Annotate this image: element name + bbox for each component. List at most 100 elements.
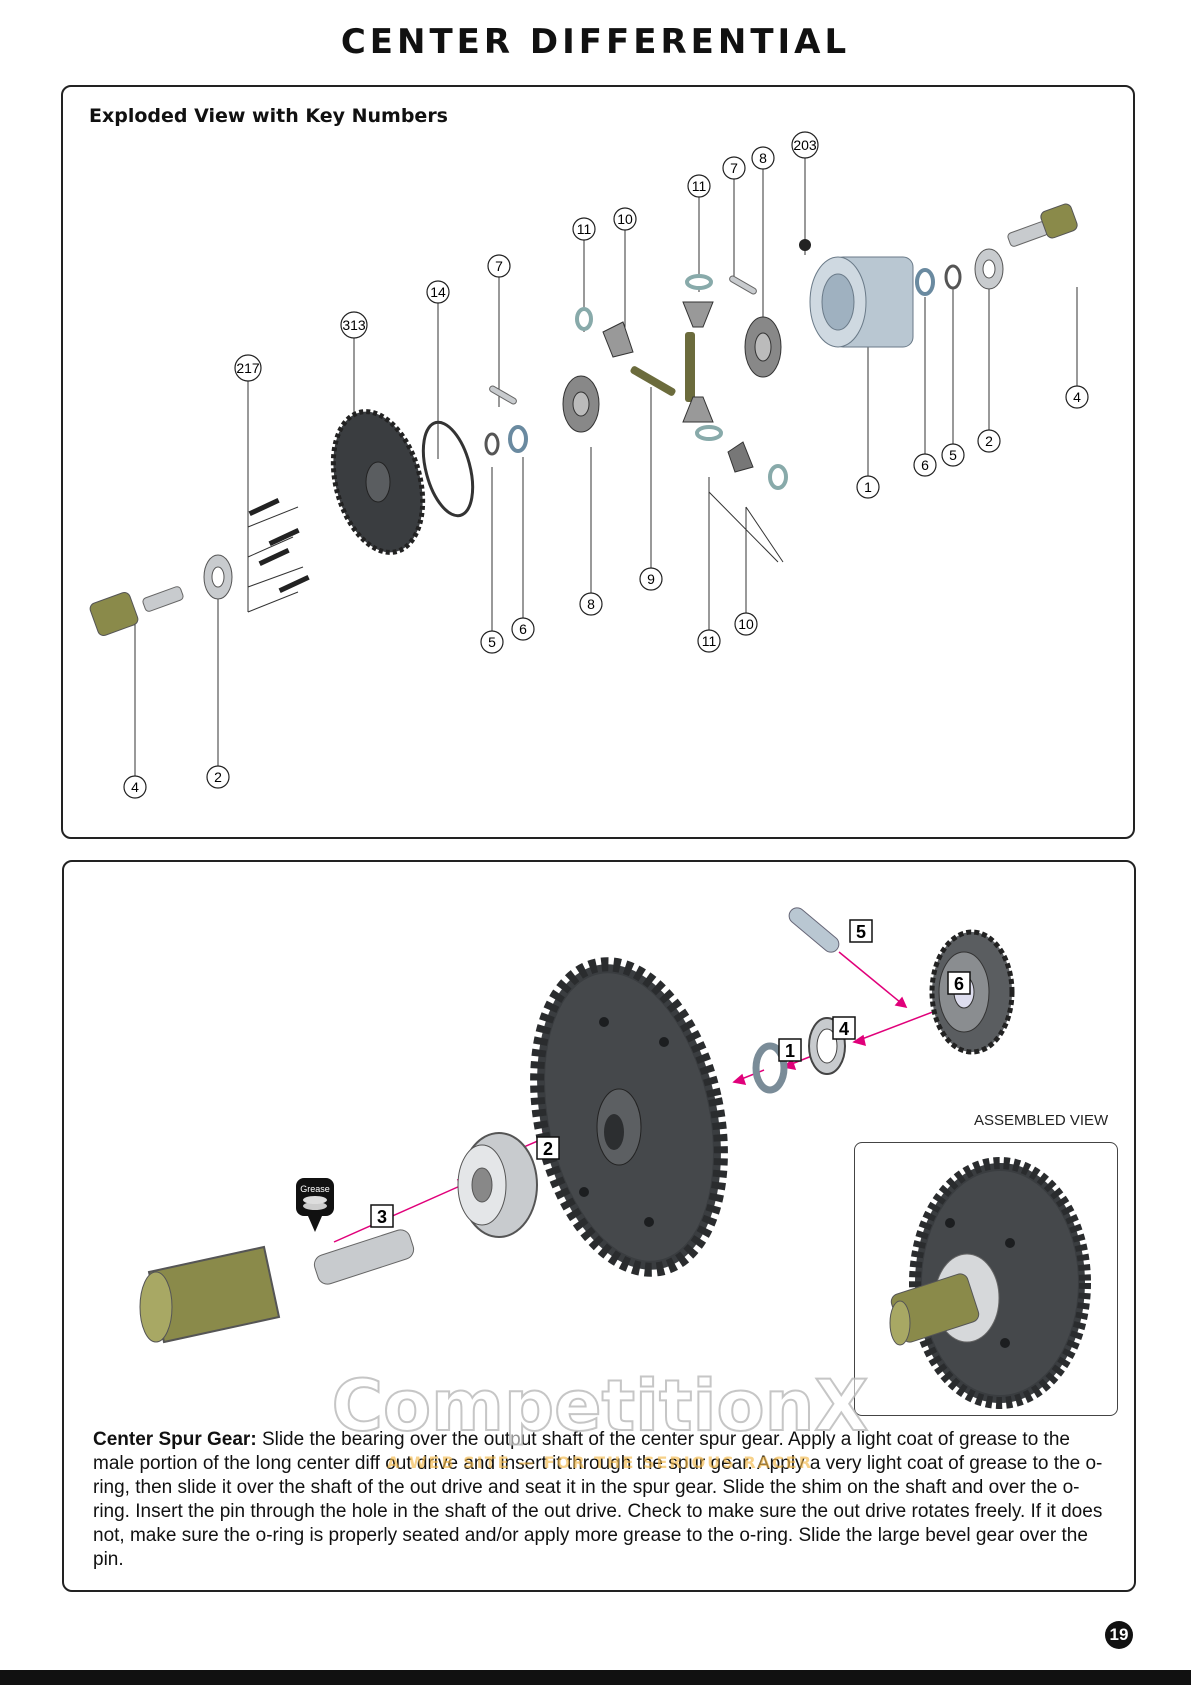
callout-number: 5	[488, 634, 496, 650]
shim-11-bottom	[695, 425, 723, 441]
callout-circle	[722, 156, 746, 180]
step-number: 1	[785, 1041, 795, 1061]
screws-217	[248, 498, 310, 594]
step-callout-4: 4	[832, 1016, 856, 1040]
callout-11: 11	[572, 217, 596, 241]
step-callout-1: 1	[778, 1038, 802, 1062]
step-callout-6: 6	[947, 971, 971, 995]
callout-circle	[941, 443, 965, 467]
cross-shaft-vertical	[685, 332, 695, 402]
bottom-rule	[0, 1670, 1191, 1685]
callout-7: 7	[487, 254, 511, 278]
spider-gear-left	[602, 321, 634, 358]
callout-circle	[234, 354, 262, 382]
callout-circle	[913, 453, 937, 477]
callout-circle	[487, 254, 511, 278]
callout-number: 10	[738, 616, 754, 632]
pin-7-left	[489, 385, 517, 405]
callout-circle	[123, 775, 147, 799]
shim-11-top	[685, 274, 713, 290]
outdrive-left	[89, 586, 184, 636]
spider-gear-bottom	[682, 396, 714, 423]
callout-number: 6	[519, 621, 527, 637]
callout-number: 14	[430, 284, 446, 300]
callout-circle	[734, 612, 758, 636]
callout-number: 4	[1073, 389, 1081, 405]
oring-6-left	[508, 425, 528, 453]
spider-gear-right	[727, 441, 754, 473]
callout-circle	[572, 217, 596, 241]
callout-number: 5	[949, 447, 957, 463]
diff-case	[809, 256, 914, 348]
callout-circle	[751, 146, 775, 170]
callout-number: 2	[214, 769, 222, 785]
step-number: 6	[954, 974, 964, 994]
leader-lines	[134, 155, 1078, 777]
callout-7: 7	[722, 156, 746, 180]
step-box	[370, 1204, 394, 1228]
callout-11: 11	[697, 629, 721, 653]
callout-6: 6	[511, 617, 535, 641]
assembly-callouts: 5 6 4 1 2 3	[370, 919, 971, 1228]
bevel-gear-large-left	[562, 375, 600, 433]
callout-number: 10	[617, 211, 633, 227]
cross-shaft-9	[630, 366, 676, 396]
step-number: 3	[377, 1207, 387, 1227]
instructions-body: Slide the bearing over the output shaft …	[93, 1429, 1103, 1570]
callout-5: 5	[480, 630, 504, 654]
callout-number: 2	[985, 433, 993, 449]
drive-pin	[788, 907, 840, 953]
callout-circle	[340, 311, 368, 339]
callout-4: 4	[123, 775, 147, 799]
callout-1: 1	[856, 475, 880, 499]
callout-number: 8	[759, 150, 767, 166]
callout-circle	[639, 567, 663, 591]
callout-11: 11	[687, 174, 711, 198]
spur-gear-exploded	[330, 409, 426, 555]
set-screw	[799, 239, 811, 251]
step-callout-5: 5	[849, 919, 873, 943]
callout-number: 11	[702, 633, 717, 649]
callout-number: 203	[793, 137, 817, 153]
callout-8: 8	[579, 592, 603, 616]
page-title: CENTER DIFFERENTIAL	[340, 22, 851, 62]
large-bevel-gear	[929, 929, 1015, 1055]
grease-label: Grease	[300, 1184, 330, 1194]
exploded-view-heading: Exploded View with Key Numbers	[89, 105, 448, 127]
parts-exploded	[89, 203, 1078, 636]
step-callout-2: 2	[536, 1136, 560, 1160]
o-ring	[752, 1042, 788, 1094]
callout-number: 9	[647, 571, 655, 587]
callout-203: 203	[791, 131, 819, 159]
callout-number: 6	[921, 457, 929, 473]
assembly-diagram: Grease 5 6 4 1 2 3	[139, 907, 1015, 1344]
exploded-view-panel: Exploded View with Key Numbers	[61, 85, 1135, 839]
callout-9: 9	[639, 567, 663, 591]
callout-2: 2	[206, 765, 230, 789]
callout-number: 8	[587, 596, 595, 612]
outdrive-right	[1007, 203, 1078, 247]
pin-7-top	[729, 275, 757, 295]
callout-number: 217	[236, 360, 260, 376]
callout-5: 5	[941, 443, 965, 467]
assembled-view-label: ASSEMBLED VIEW	[974, 1112, 1109, 1129]
callout-6: 6	[913, 453, 937, 477]
shim-5-right	[944, 264, 962, 290]
callout-number: 4	[131, 779, 139, 795]
center-spur-gear	[530, 957, 728, 1277]
callout-217: 217	[234, 354, 262, 382]
step-box	[947, 971, 971, 995]
callout-circle	[697, 629, 721, 653]
callout-circle	[579, 592, 603, 616]
spur-bearing	[457, 1132, 538, 1238]
callout-2: 2	[977, 429, 1001, 453]
center-out-drive	[139, 1229, 415, 1344]
shim-10-right	[768, 464, 788, 490]
callout-circle	[977, 429, 1001, 453]
step-box	[849, 919, 873, 943]
callout-circle	[480, 630, 504, 654]
assembled-view-box	[854, 1142, 1118, 1416]
